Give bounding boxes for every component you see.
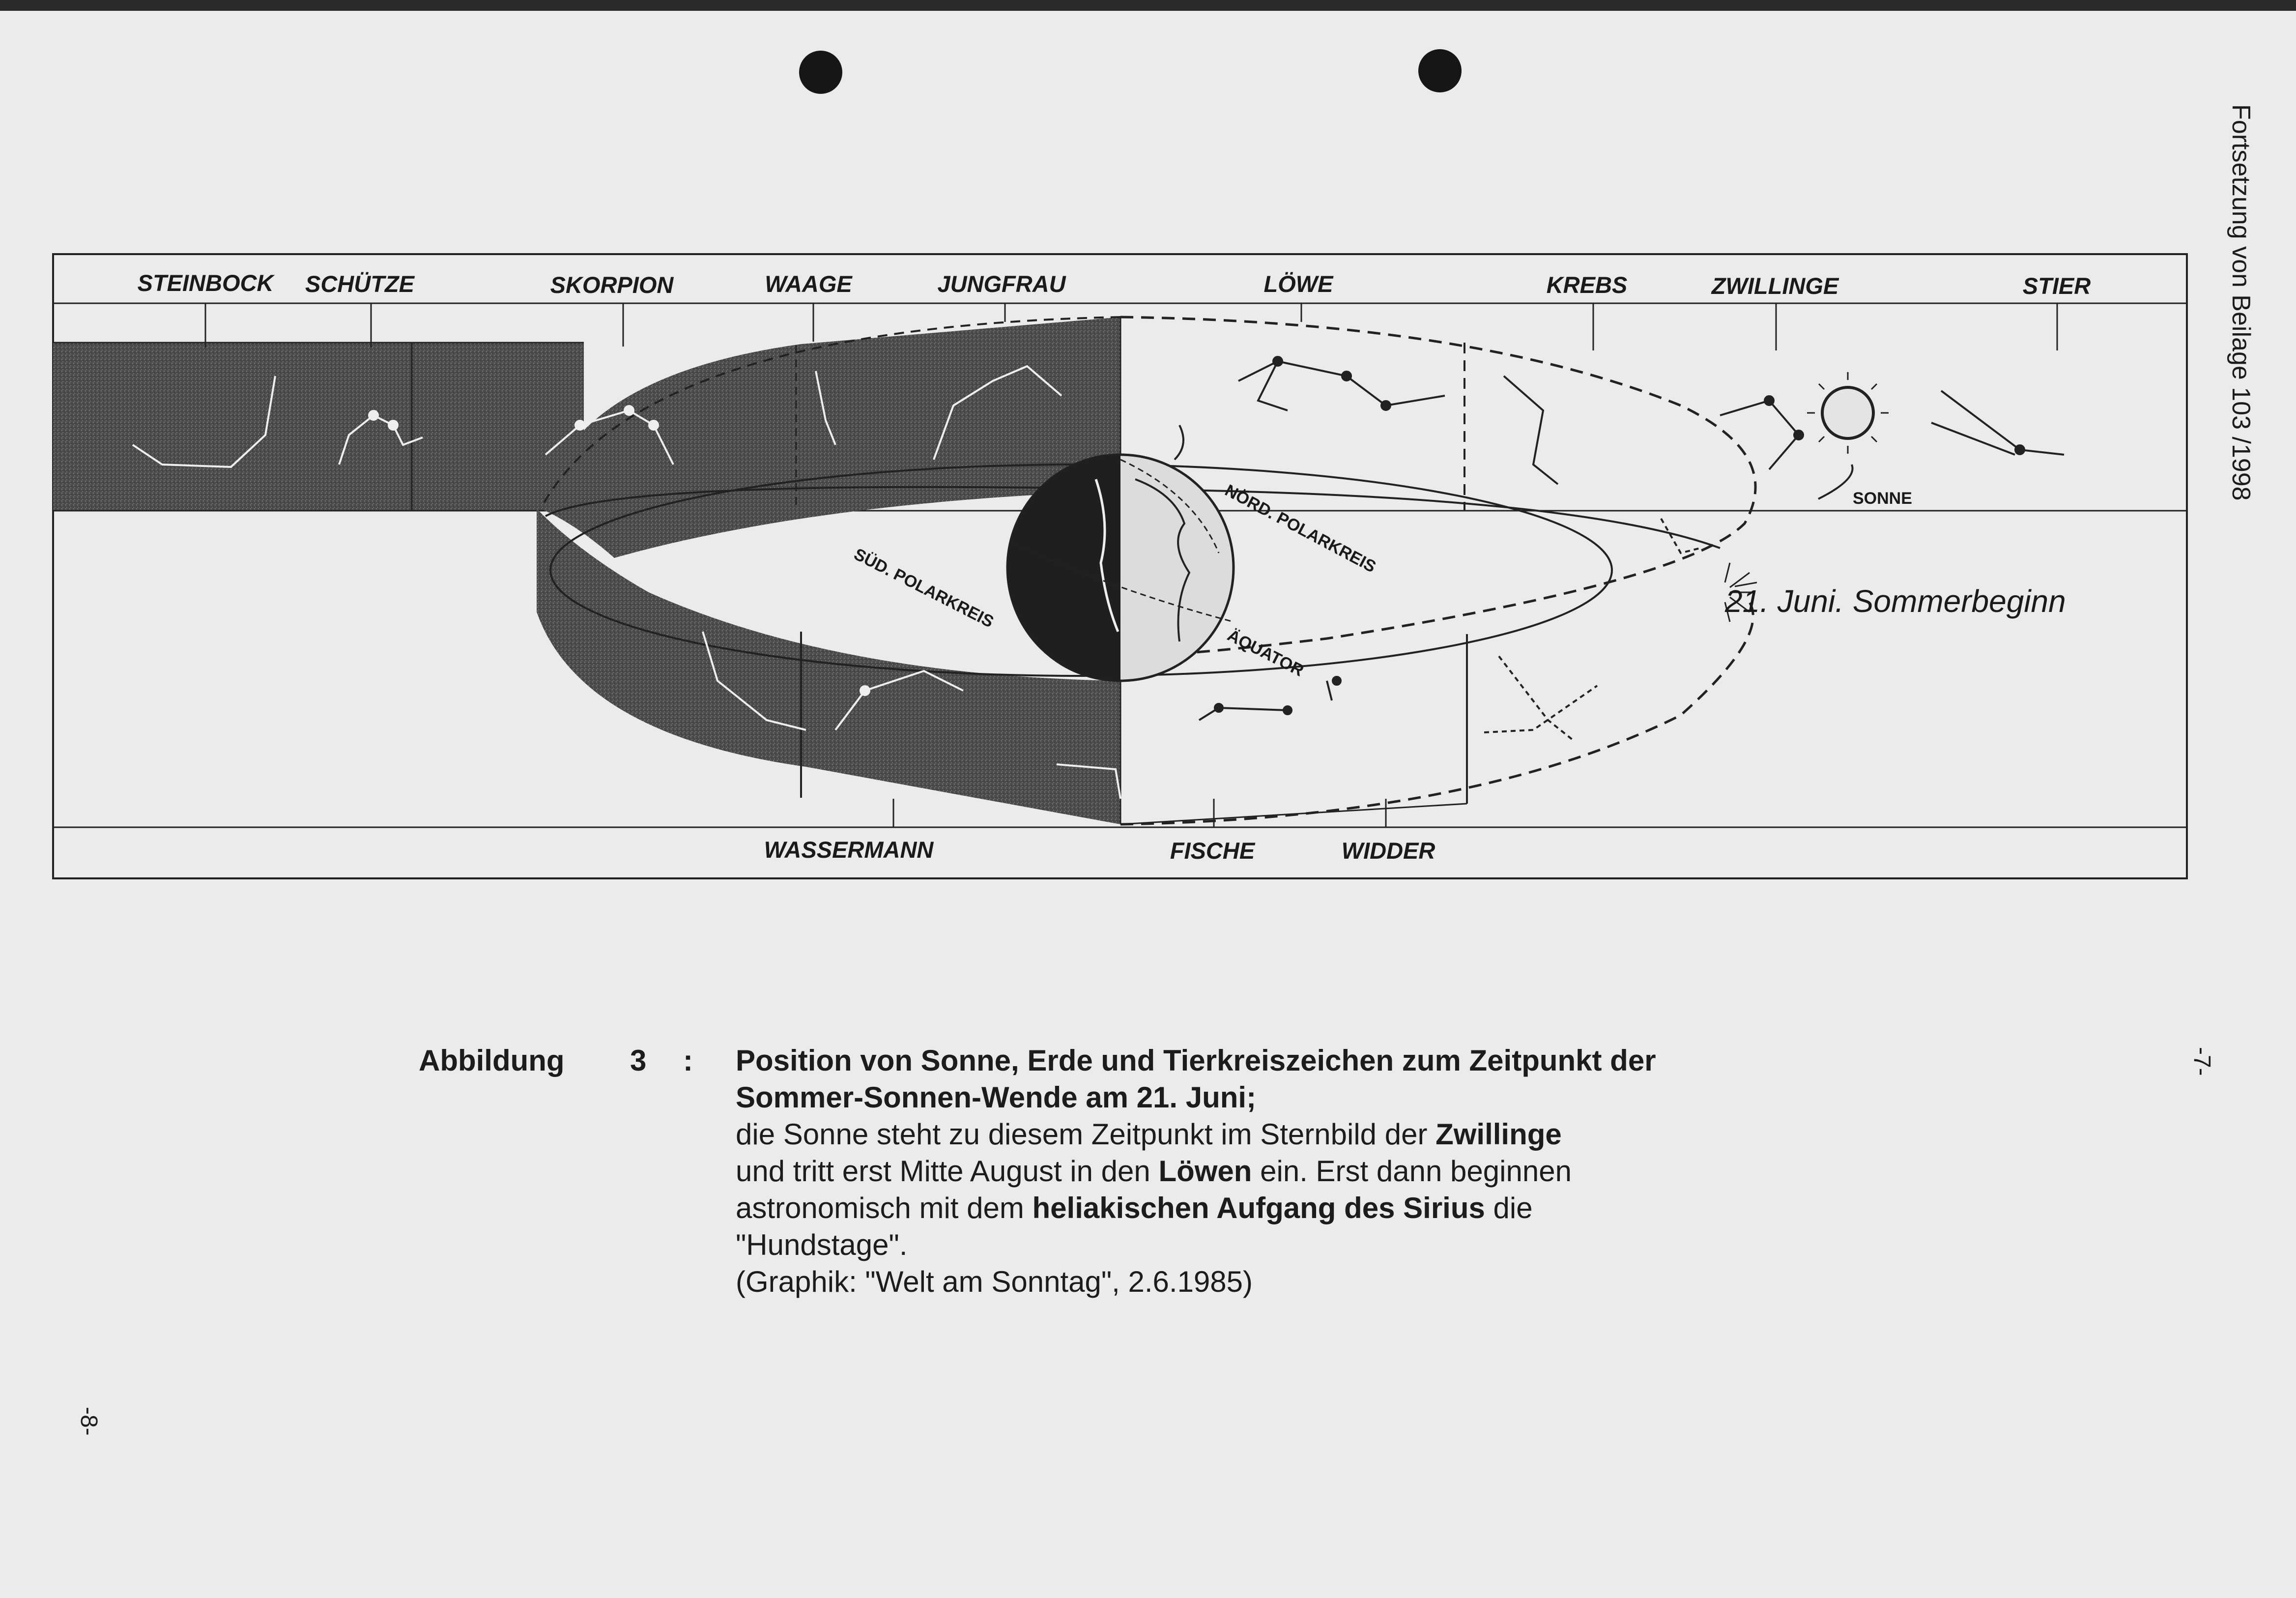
zodiac-label-jungfrau: JUNGFRAU bbox=[937, 271, 1066, 297]
sun-icon bbox=[1807, 372, 1889, 500]
zodiac-label-krebs: KREBS bbox=[1547, 272, 1628, 298]
zodiac-label-loewe: LÖWE bbox=[1264, 271, 1334, 297]
page-number-right: -7- bbox=[2189, 1047, 2215, 1076]
solstice-label: 21. Juni. Sommerbeginn bbox=[1724, 583, 2066, 619]
zodiac-band-back bbox=[541, 317, 1120, 558]
caption-separator: : bbox=[683, 1044, 693, 1077]
zodiac-label-skorpion: SKORPION bbox=[550, 272, 674, 298]
caption-emphasis-zwillinge: Zwillinge bbox=[1435, 1118, 1562, 1151]
caption-text: die Sonne steht zu diesem Zeitpunkt im S… bbox=[736, 1118, 1436, 1151]
caption-text: astronomisch mit dem bbox=[736, 1191, 1033, 1224]
caption-emphasis-sirius: heliakischen Aufgang des Sirius bbox=[1032, 1191, 1485, 1224]
zodiac-label-steinbock: STEINBOCK bbox=[138, 270, 275, 296]
caption-body-line-1: die Sonne steht zu diesem Zeitpunkt im S… bbox=[736, 1116, 1768, 1153]
caption-text: die bbox=[1485, 1191, 1533, 1224]
page-number-left: -8- bbox=[76, 1407, 102, 1436]
punch-hole-right bbox=[1418, 49, 1462, 92]
zodiac-label-zwillinge: ZWILLINGE bbox=[1711, 273, 1839, 299]
zodiac-label-schuetze: SCHÜTZE bbox=[305, 271, 415, 297]
caption-body-line-3: astronomisch mit dem heliakischen Aufgan… bbox=[736, 1190, 1768, 1226]
caption-text: und tritt erst Mitte August in den bbox=[736, 1155, 1159, 1188]
caption-body-line-2: und tritt erst Mitte August in den Löwen… bbox=[736, 1153, 1768, 1190]
sun-label: SONNE bbox=[1853, 489, 1912, 508]
caption-title-line-1: Position von Sonne, Erde und Tierkreisze… bbox=[736, 1044, 1656, 1077]
caption-label: Abbildung bbox=[419, 1044, 565, 1077]
caption-number: 3 bbox=[630, 1044, 647, 1077]
zodiac-label-wassermann: WASSERMANN bbox=[764, 837, 934, 863]
caption-title-line-2: Sommer-Sonnen-Wende am 21. Juni; bbox=[736, 1081, 1257, 1114]
figure-frame bbox=[52, 253, 2188, 879]
zodiac-ticks bbox=[204, 303, 2058, 827]
south-polar-circle-label: SÜD. POLARKREIS bbox=[851, 545, 997, 631]
zodiac-band-front bbox=[537, 509, 1120, 824]
caption-emphasis-loewen: Löwen bbox=[1158, 1155, 1252, 1188]
zodiac-label-fische: FISCHE bbox=[1170, 838, 1256, 864]
earth-globe bbox=[1006, 425, 1235, 682]
caption-body: Position von Sonne, Erde und Tierkreisze… bbox=[736, 1042, 1768, 1300]
zodiac-band-left bbox=[53, 343, 584, 511]
solstice-marker bbox=[1724, 562, 1757, 622]
page-top-edge bbox=[0, 0, 2296, 11]
caption-body-line-4: "Hundstage". bbox=[736, 1228, 908, 1261]
punch-hole-left bbox=[799, 51, 842, 94]
zodiac-label-stier: STIER bbox=[2023, 273, 2091, 299]
side-note: Fortsetzung von Beilage 103 /1998 bbox=[2227, 104, 2255, 501]
constellation-marks bbox=[132, 356, 2065, 799]
zodiac-label-widder: WIDDER bbox=[1342, 838, 1435, 864]
zodiac-figure: STEINBOCK SCHÜTZE SKORPION WAAGE JUNGFRA… bbox=[52, 253, 2188, 879]
caption-source: (Graphik: "Welt am Sonntag", 2.6.1985) bbox=[736, 1265, 1253, 1298]
zodiac-label-waage: WAAGE bbox=[765, 271, 853, 297]
caption-text: ein. Erst dann beginnen bbox=[1252, 1155, 1572, 1188]
